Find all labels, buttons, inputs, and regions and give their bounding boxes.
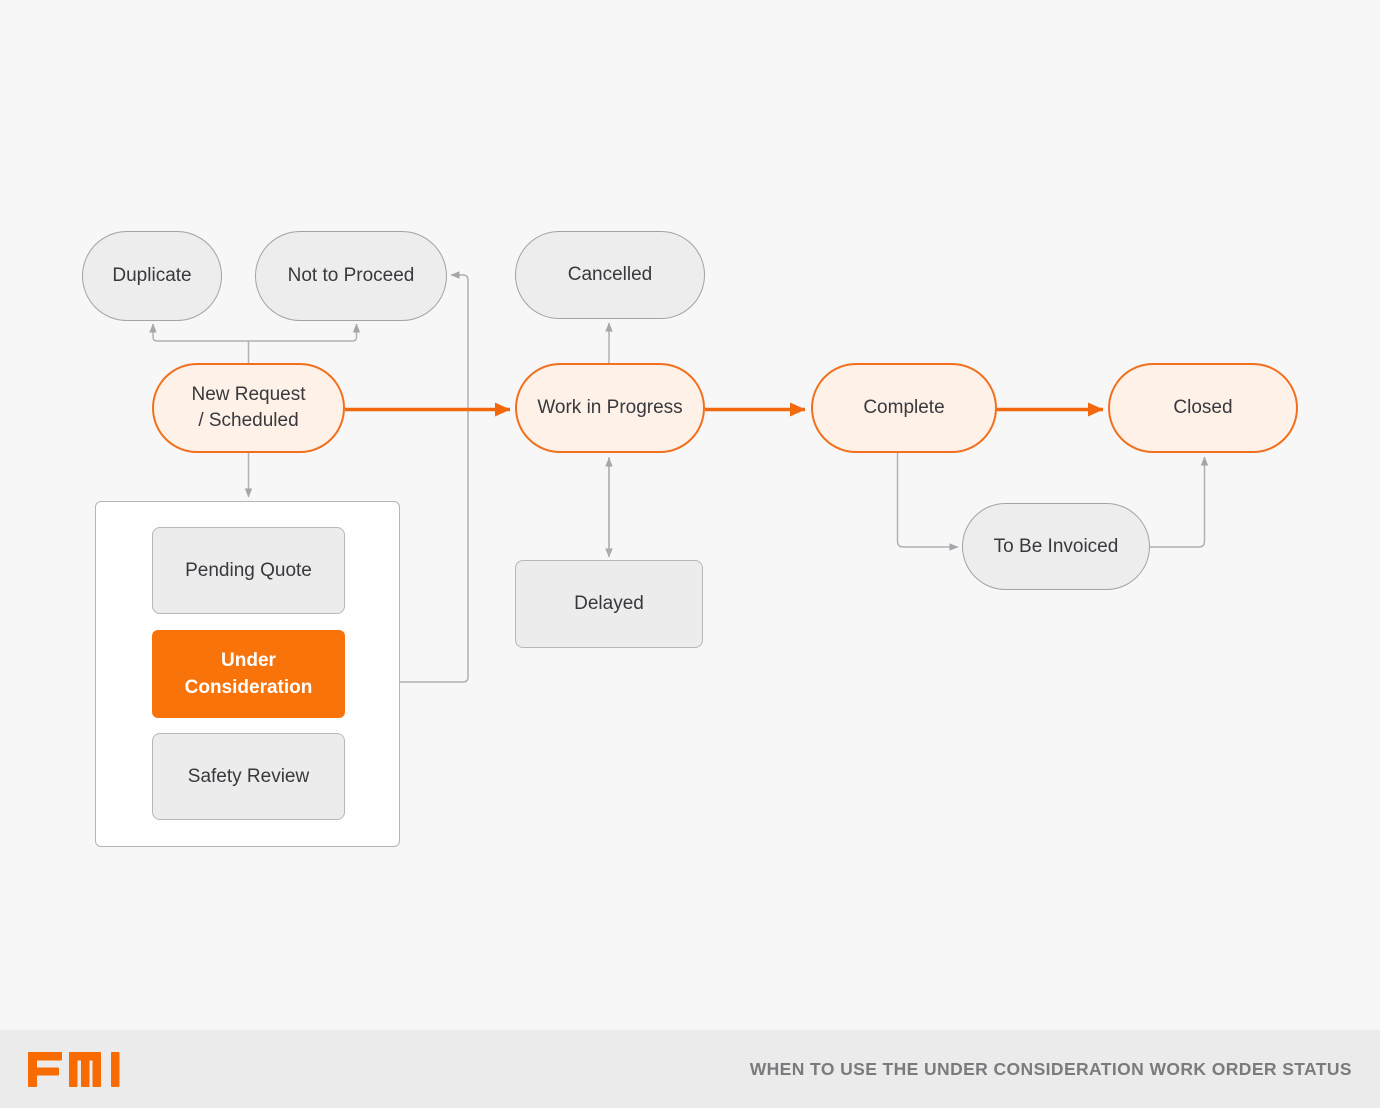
node-new-request-scheduled: New Request / Scheduled	[152, 363, 345, 453]
node-to-be-invoiced-label: To Be Invoiced	[993, 535, 1119, 557]
node-under-consideration: Under Consideration	[152, 630, 345, 718]
node-complete-label: Complete	[863, 397, 945, 418]
node-delayed: Delayed	[515, 560, 703, 648]
node-work-in-progress: Work in Progress	[515, 363, 705, 453]
node-under-consideration-line1: Under	[221, 650, 276, 671]
node-pending-quote-label: Pending Quote	[185, 559, 312, 581]
node-work-in-progress-label: Work in Progress	[537, 397, 683, 418]
fmi-logo	[28, 1051, 120, 1087]
node-duplicate-label: Duplicate	[112, 265, 192, 286]
node-not-to-proceed-label: Not to Proceed	[287, 265, 415, 286]
node-pending-quote: Pending Quote	[152, 527, 345, 614]
node-new-request-line2: / Scheduled	[198, 410, 299, 431]
edge-tobeinvoiced-closed	[1150, 456, 1209, 548]
edge-newrequest-duplicate	[149, 323, 249, 342]
node-duplicate: Duplicate	[82, 231, 222, 321]
node-safety-review: Safety Review	[152, 733, 345, 820]
node-cancelled: Cancelled	[515, 231, 705, 319]
node-closed: Closed	[1108, 363, 1298, 453]
node-safety-review-label: Safety Review	[187, 765, 310, 787]
node-cancelled-label: Cancelled	[567, 264, 653, 285]
node-under-consideration-line2: Consideration	[184, 677, 313, 698]
edge-complete-tobeinvoiced	[896, 453, 959, 551]
node-delayed-label: Delayed	[574, 593, 644, 614]
node-not-to-proceed: Not to Proceed	[255, 231, 447, 321]
node-closed-label: Closed	[1173, 397, 1233, 418]
edge-newrequest-nottoproceed	[248, 323, 361, 342]
node-complete: Complete	[811, 363, 997, 453]
node-new-request-line1: New Request	[191, 384, 306, 405]
footer-title: WHEN TO USE THE UNDER CONSIDERATION WORK…	[749, 1058, 1352, 1079]
edge-groupbox-nottoproceed	[400, 271, 469, 683]
footer-bar: WHEN TO USE THE UNDER CONSIDERATION WORK…	[0, 1030, 1380, 1108]
node-to-be-invoiced: To Be Invoiced	[962, 503, 1150, 590]
